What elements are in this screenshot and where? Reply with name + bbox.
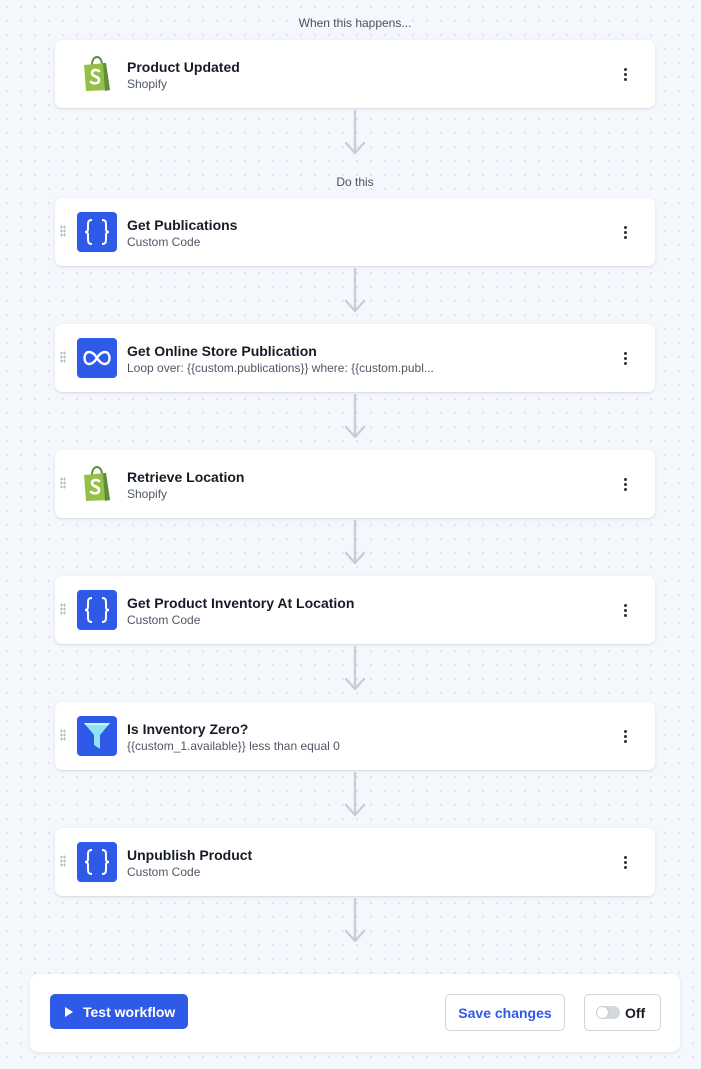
trigger-card-product-updated[interactable]: Product Updated Shopify — [55, 40, 655, 108]
filter-icon — [77, 716, 117, 756]
code-braces-icon — [77, 842, 117, 882]
drag-handle-icon[interactable] — [60, 855, 66, 867]
action-section-label: Do this — [336, 175, 374, 189]
card-subtitle: Loop over: {{custom.publications}} where… — [127, 361, 434, 375]
more-options-icon[interactable] — [615, 222, 635, 242]
card-title: Get Publications — [127, 217, 238, 233]
toggle-label: Off — [625, 1004, 646, 1021]
test-workflow-button[interactable]: Test workflow — [50, 994, 188, 1029]
workflow-on-off-toggle[interactable]: Off — [584, 994, 661, 1031]
drag-handle-icon[interactable] — [60, 729, 66, 741]
step-card-unpublish-product[interactable]: Unpublish Product Custom Code — [55, 828, 655, 896]
more-options-icon[interactable] — [615, 64, 635, 84]
flow-arrow-icon — [344, 268, 366, 313]
more-options-icon[interactable] — [615, 348, 635, 368]
step-card-retrieve-location[interactable]: Retrieve Location Shopify — [55, 450, 655, 518]
drag-handle-icon[interactable] — [60, 225, 66, 237]
step-card-get-publications[interactable]: Get Publications Custom Code — [55, 198, 655, 266]
loop-icon — [77, 338, 117, 378]
card-subtitle: Shopify — [127, 77, 168, 91]
step-card-get-online-store-publication[interactable]: Get Online Store Publication Loop over: … — [55, 324, 655, 392]
shopify-icon — [77, 54, 117, 94]
workflow-action-bar: Test workflow Save changes Off — [30, 974, 680, 1052]
step-card-is-inventory-zero[interactable]: Is Inventory Zero? {{custom_1.available}… — [55, 702, 655, 770]
more-options-icon[interactable] — [615, 600, 635, 620]
save-changes-button[interactable]: Save changes — [445, 994, 565, 1031]
more-options-icon[interactable] — [615, 726, 635, 746]
play-icon — [65, 1006, 73, 1017]
flow-arrow-icon — [344, 646, 366, 691]
flow-arrow-icon — [344, 394, 366, 439]
toggle-switch[interactable] — [596, 1006, 620, 1019]
flow-arrow-icon — [344, 110, 366, 155]
code-braces-icon — [77, 212, 117, 252]
card-subtitle: Custom Code — [127, 865, 201, 879]
more-options-icon[interactable] — [615, 852, 635, 872]
card-subtitle: Custom Code — [127, 235, 201, 249]
step-card-get-product-inventory[interactable]: Get Product Inventory At Location Custom… — [55, 576, 655, 644]
flow-arrow-icon — [344, 520, 366, 565]
flow-arrow-icon — [344, 772, 366, 817]
card-subtitle: Shopify — [127, 487, 168, 501]
drag-handle-icon[interactable] — [60, 603, 66, 615]
card-title: Unpublish Product — [127, 847, 253, 863]
drag-handle-icon[interactable] — [60, 351, 66, 363]
card-subtitle: Custom Code — [127, 613, 201, 627]
card-title: Retrieve Location — [127, 469, 245, 485]
card-title: Get Online Store Publication — [127, 343, 317, 359]
card-title: Get Product Inventory At Location — [127, 595, 355, 611]
trigger-section-label: When this happens... — [298, 16, 412, 30]
code-braces-icon — [77, 590, 117, 630]
drag-handle-icon[interactable] — [60, 477, 66, 489]
card-title: Product Updated — [127, 59, 240, 75]
more-options-icon[interactable] — [615, 474, 635, 494]
shopify-icon — [77, 464, 117, 504]
card-subtitle: {{custom_1.available}} less than equal 0 — [127, 739, 340, 753]
card-title: Is Inventory Zero? — [127, 721, 249, 737]
test-workflow-label: Test workflow — [83, 1003, 176, 1020]
add-step-arrow-icon[interactable] — [343, 898, 367, 944]
